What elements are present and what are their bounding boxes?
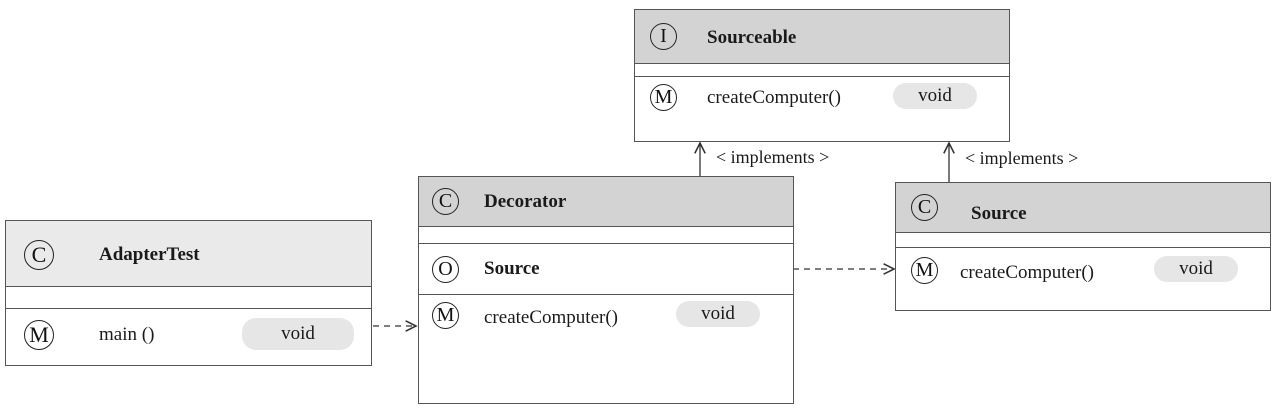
- source-method-return-type: void: [1154, 256, 1238, 282]
- sourceable-method-return-type: void: [893, 83, 977, 109]
- sourceable-fields-divider: [635, 76, 1009, 77]
- method-icon: M: [650, 84, 677, 111]
- source-method-row[interactable]: M createComputer() void: [896, 249, 1270, 289]
- class-stereotype-icon: C: [24, 240, 54, 270]
- adaptertest-fields-divider: [6, 308, 371, 309]
- decorator-implements-label: < implements >: [716, 147, 830, 167]
- decorator-header: C Decorator: [419, 177, 793, 227]
- sourceable-class[interactable]: I Sourceable M createComputer() void: [634, 9, 1010, 142]
- source-fields-divider: [896, 247, 1270, 248]
- method-icon: M: [24, 320, 54, 350]
- source-header: C Source: [896, 183, 1270, 233]
- adaptertest-class[interactable]: C AdapterTest M main () void: [5, 220, 372, 366]
- sourceable-method-row[interactable]: M createComputer() void: [635, 78, 1009, 118]
- decorator-method-return-type: void: [676, 301, 760, 327]
- adaptertest-method-return-type: void: [242, 318, 354, 350]
- adaptertest-method-row[interactable]: M main () void: [6, 310, 371, 360]
- decorator-field-row[interactable]: O Source: [419, 245, 793, 293]
- field-icon: O: [432, 256, 459, 283]
- adaptertest-header: C AdapterTest: [6, 221, 371, 287]
- decorator-header-divider: [419, 243, 793, 244]
- interface-stereotype-icon: I: [650, 23, 677, 50]
- decorator-class[interactable]: C Decorator O Source M createComputer() …: [418, 176, 794, 404]
- method-icon: M: [911, 257, 938, 284]
- class-stereotype-icon: C: [911, 194, 938, 221]
- adaptertest-title: AdapterTest: [99, 244, 200, 265]
- sourceable-title: Sourceable: [707, 27, 797, 48]
- source-title: Source: [971, 203, 1027, 224]
- decorator-title: Decorator: [484, 191, 567, 212]
- method-icon: M: [432, 302, 459, 329]
- sourceable-method-name: createComputer(): [707, 87, 841, 108]
- decorator-method-row[interactable]: M createComputer() void: [419, 296, 793, 338]
- sourceable-header: I Sourceable: [635, 10, 1009, 64]
- source-implements-label: < implements >: [965, 148, 1079, 168]
- decorator-fields-divider: [419, 294, 793, 295]
- source-method-name: createComputer(): [960, 262, 1094, 283]
- decorator-method-name: createComputer(): [484, 307, 618, 328]
- source-class[interactable]: C Source M createComputer() void: [895, 182, 1271, 311]
- decorator-field-name: Source: [484, 258, 540, 279]
- class-stereotype-icon: C: [432, 188, 459, 215]
- adaptertest-method-name: main (): [99, 324, 155, 345]
